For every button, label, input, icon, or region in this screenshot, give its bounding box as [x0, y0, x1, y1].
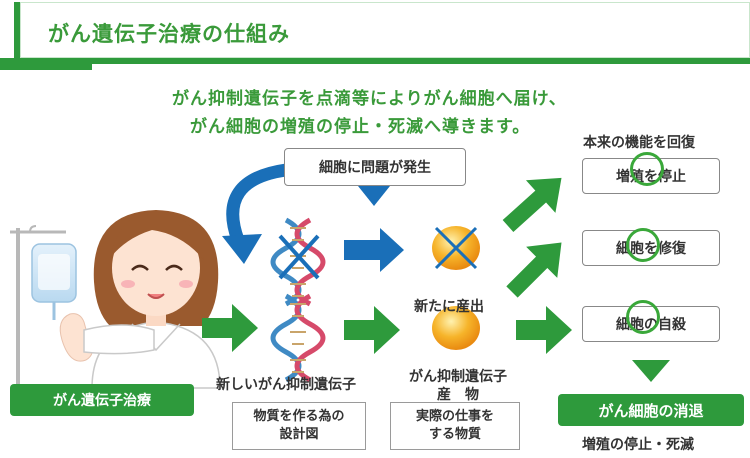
work-line-1: 実際の仕事を [415, 409, 494, 425]
title-banner [0, 0, 750, 74]
green-arrow-2-icon [344, 306, 400, 354]
work-box: 実際の仕事を する物質 [390, 402, 520, 450]
protein-new-icon [432, 306, 480, 350]
green-down-pointer-icon [632, 360, 670, 382]
protein-damaged-icon [432, 226, 480, 270]
blueprint-line-1: 物質を作る為の [253, 409, 345, 425]
subtitle-line-1: がん抑制遺伝子を点滴等によりがん細胞へ届け、 [172, 89, 567, 109]
green-arrow-up-top-icon [502, 177, 562, 232]
blue-arrow-right-icon [344, 228, 404, 272]
problem-box: 細胞に問題が発生 [284, 148, 466, 186]
result-box: がん細胞の消退 [558, 394, 744, 426]
subtitle-line-2: がん細胞の増殖の停止・死滅へ導きます。 [190, 117, 531, 137]
recovery-label: 本来の機能を回復 [583, 135, 695, 151]
highlight-ring-1 [630, 152, 664, 186]
work-line-2: する物質 [428, 427, 481, 442]
title-frame [14, 2, 750, 64]
highlight-ring-3 [626, 300, 660, 334]
green-arrow-3-icon [516, 306, 572, 354]
product-label-line-2: 産 物 [437, 387, 479, 404]
title-accent [0, 58, 92, 70]
new-production-label: 新たに産出 [414, 299, 484, 315]
page-title: がん遺伝子治療の仕組み [48, 21, 290, 46]
blue-curved-arrow [222, 163, 293, 264]
blueprint-box: 物質を作る為の 設計図 [232, 402, 366, 450]
dna-new-icon [270, 293, 326, 383]
highlight-ring-2 [626, 228, 660, 262]
new-gene-label: 新しいがん抑制遺伝子 [216, 377, 356, 393]
blueprint-line-2: 設計図 [279, 427, 319, 442]
dna-damaged-icon [270, 217, 326, 307]
product-label-line-1: がん抑制遺伝子 [409, 369, 507, 385]
problem-pointer-icon [358, 186, 390, 206]
green-arrow-1-icon [202, 304, 258, 352]
iv-stand [10, 225, 77, 388]
nurse-illustration [59, 210, 221, 389]
green-arrow-up-mid-icon [506, 242, 562, 298]
treatment-label: がん遺伝子治療 [10, 384, 194, 416]
product-label: がん抑制遺伝子 産 物 [398, 368, 518, 404]
result-caption: 増殖の停止・死滅 [582, 437, 694, 453]
